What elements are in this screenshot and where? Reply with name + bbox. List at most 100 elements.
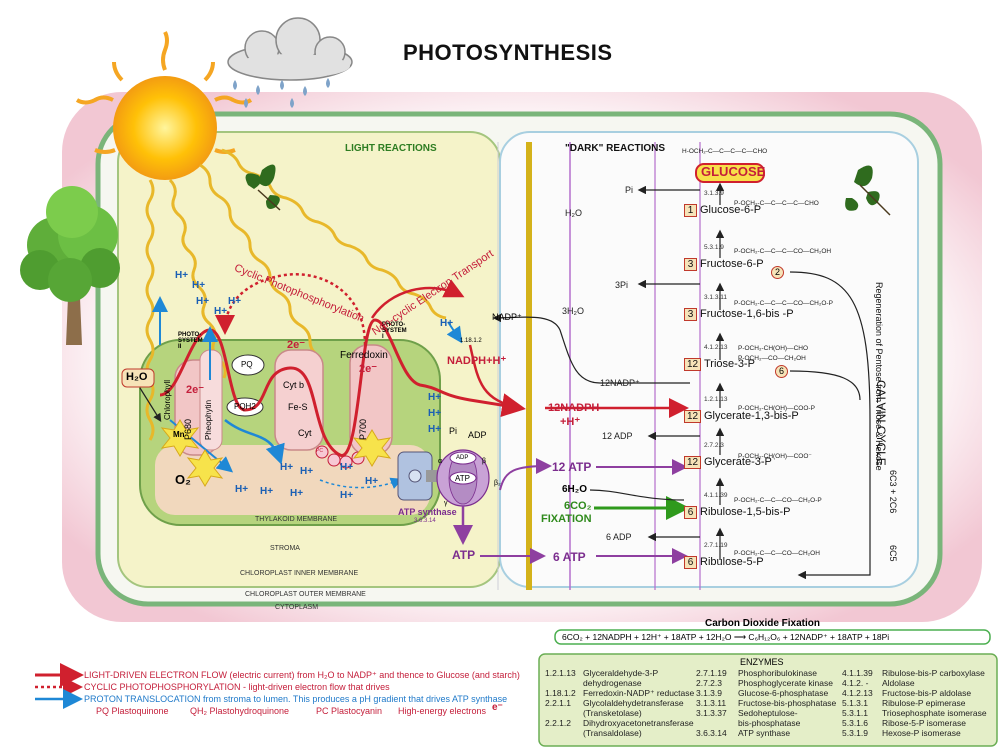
triose-formula: P-OCH₂-CH(OH)—CHO bbox=[738, 345, 809, 352]
enzyme-ec: 5.3.1.9 bbox=[842, 728, 868, 738]
glucose-highlight bbox=[695, 163, 765, 183]
enzyme-name: Glucose-6-phosphatase bbox=[738, 688, 829, 698]
enzyme-row: 5.3.1.9 Hexose-P isomerase bbox=[842, 728, 987, 738]
compound-count: 6 bbox=[684, 506, 697, 519]
adp6-label: 6 ADP bbox=[606, 532, 632, 542]
proton-label: H+ bbox=[428, 424, 442, 435]
water3-label: 3H₂O bbox=[562, 306, 584, 316]
ec-number: 1.2.1.13 bbox=[704, 396, 728, 403]
cytochrome-complex bbox=[274, 349, 324, 451]
atp12-arrow bbox=[499, 458, 552, 491]
electron-pair-label: 2e⁻ bbox=[287, 339, 306, 351]
enzyme-ec: 4.1.2.13 bbox=[842, 688, 873, 698]
triose-formula: P-OCH₂—CO—CH₂OH bbox=[738, 355, 806, 362]
leaf-icon bbox=[845, 165, 891, 216]
enzyme-ec: 4.1.2. - bbox=[842, 678, 869, 688]
rubp-formula: P-OCH₂-C—C—CO—CH₂O-P bbox=[734, 497, 822, 504]
plastocyanin bbox=[315, 445, 329, 459]
stroma-label: STROMA bbox=[270, 545, 300, 552]
enzyme-row: 3.1.3.9 Glucose-6-phosphatase bbox=[696, 688, 836, 698]
nadph-flow bbox=[468, 344, 521, 410]
enzyme-name: ATP synthase bbox=[738, 728, 791, 738]
regeneration-label: Regeneration of Pentose from Triose & He… bbox=[874, 282, 884, 471]
membrane-divider bbox=[526, 142, 532, 590]
enzyme-row: 2.7.1.19 Phosphoribulokinase bbox=[696, 668, 836, 678]
enzyme-name: Aldolase bbox=[882, 678, 915, 688]
electron-pair-label: 2e⁻ bbox=[186, 384, 205, 396]
water-splitting-burst bbox=[160, 419, 200, 457]
water-label: H₂O bbox=[126, 371, 148, 383]
compound-count: 3 bbox=[684, 308, 697, 321]
co2-fixation-box bbox=[554, 629, 991, 645]
enzyme-ec: 5.3.1.1 bbox=[842, 708, 868, 718]
enzyme-ec: 5.3.1.6 bbox=[842, 718, 868, 728]
proton-label: H+ bbox=[365, 476, 379, 487]
enzyme-ec: 2.7.1.19 bbox=[696, 668, 727, 678]
enzyme-ec: 4.1.1.39 bbox=[842, 668, 873, 678]
g13bp-formula: P-OCH₂-CH(OH)—COO-P bbox=[738, 405, 815, 412]
proton-translocation bbox=[446, 321, 463, 344]
glucose-formula: H-OCH₂-C—C—C—C—CHO bbox=[682, 148, 768, 155]
cycle-marker: 2 bbox=[771, 266, 784, 279]
cytf-label: Cyt bbox=[298, 428, 312, 438]
proton-label: H+ bbox=[280, 462, 294, 473]
enzyme-name: Ribulose-bis-P carboxylase bbox=[882, 668, 985, 678]
proton-label: H+ bbox=[340, 490, 354, 501]
proton-label: H+ bbox=[300, 466, 314, 477]
compound-name: Glucose-6-P bbox=[700, 204, 762, 216]
proton-label: H+ bbox=[428, 408, 442, 419]
enzyme-ec: 3.1.3.9 bbox=[696, 688, 722, 698]
pi-label: Pi bbox=[625, 185, 634, 195]
ec-number: 2.7.2.3 bbox=[704, 442, 724, 449]
legend-pc: PC Plastocyanin bbox=[316, 706, 383, 716]
thylakoid-membrane-label: THYLAKOID MEMBRANE bbox=[255, 516, 338, 523]
compound-name: Fructose-6-P bbox=[700, 258, 764, 270]
fbp-formula: P-OCH₂-C—C—C—CO—CH₂O-P bbox=[734, 300, 833, 307]
legend-high-energy: High-energy electrons bbox=[398, 706, 487, 716]
tree-icon bbox=[20, 186, 120, 345]
enzyme-row: 4.1.2. - Aldolase bbox=[842, 678, 987, 688]
legend-electron-flow: LIGHT-DRIVEN ELECTRON FLOW (electric cur… bbox=[84, 670, 520, 680]
enzyme-name: Phosphoribulokinase bbox=[738, 668, 817, 678]
pi3-label: 3Pi bbox=[615, 280, 629, 290]
atp6-label: 6 ATP bbox=[553, 550, 586, 564]
enzyme-ec: 5.1.3.1 bbox=[842, 698, 868, 708]
f6p-formula: P-OCH₂-C—C—C—CO—CH₂OH bbox=[734, 248, 832, 255]
atp-synthase-atp-label: ATP bbox=[455, 474, 470, 483]
beta2-label: β₂ bbox=[494, 480, 501, 487]
compound-count: 12 bbox=[684, 358, 701, 371]
enzyme-name: Hexose-P isomerase bbox=[882, 728, 961, 738]
ec-number: 3.1.3.9 bbox=[704, 190, 724, 197]
enzyme-name: Fructose-bis-phosphatase bbox=[738, 698, 837, 708]
sun-icon bbox=[75, 31, 253, 180]
enzyme-ec: 1.18.1.2 bbox=[545, 688, 576, 698]
nadph-label: NADPH+H⁺ bbox=[447, 355, 507, 367]
enzyme-name: Ribulose-P epimerase bbox=[882, 698, 966, 708]
nadp-label: NADP⁺ bbox=[492, 312, 522, 322]
pi-label: Pi bbox=[449, 426, 458, 436]
water6-label: 6H₂O bbox=[562, 484, 588, 495]
dark-reactions-label: "DARK" REACTIONS bbox=[565, 143, 666, 154]
adp-inner-label: ADP bbox=[456, 455, 469, 461]
proton-label: H+ bbox=[290, 488, 304, 499]
nadp12-label: 12NADP⁺ bbox=[600, 378, 640, 388]
ferredoxin-label: Ferredoxin bbox=[340, 350, 388, 361]
compound-count: 6 bbox=[684, 556, 697, 569]
legend-cyclic: CYCLIC PHOTOPHOSPHORYLATION - light-driv… bbox=[84, 682, 390, 692]
water-label: H₂O bbox=[565, 208, 582, 218]
atp-synthase-label: ATP synthase bbox=[398, 507, 457, 517]
compound-count: 3 bbox=[684, 258, 697, 271]
